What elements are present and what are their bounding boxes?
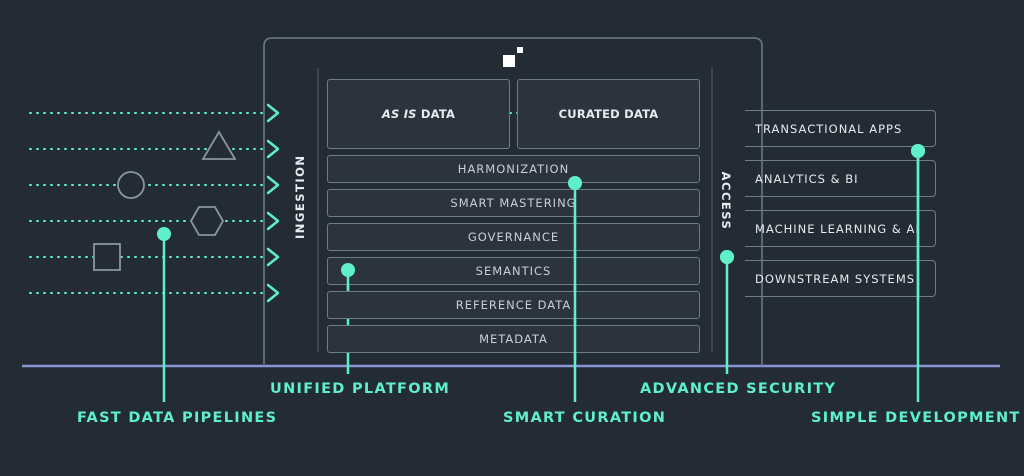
platform-frame <box>263 37 763 366</box>
fast-pipelines-dot <box>157 227 171 241</box>
advanced-security-dot <box>720 250 734 264</box>
curated-data-box: CURATED DATA <box>517 79 700 149</box>
layer-semantics: SEMANTICS <box>327 257 700 285</box>
curated-data-label: CURATED DATA <box>558 107 659 121</box>
access-label: ACCESS <box>719 171 733 231</box>
hexagon-icon <box>189 206 225 236</box>
triangle-icon <box>201 130 237 160</box>
output-analytics-bi: ANALYTICS & BI <box>745 160 936 197</box>
layer-smart-mastering: SMART MASTERING <box>327 189 700 217</box>
callout-unified-platform: UNIFIED PLATFORM <box>270 381 451 397</box>
logo-icon <box>503 47 523 67</box>
circle-icon <box>117 171 145 199</box>
ingestion-label: INGESTION <box>293 154 307 239</box>
as-is-data-box: AS IS DATA <box>327 79 510 149</box>
layer-harmonization: HARMONIZATION <box>327 155 700 183</box>
callout-fast-data-pipelines: FAST DATA PIPELINES <box>77 410 278 426</box>
as-is-rest: DATA <box>416 107 456 121</box>
callout-smart-curation: SMART CURATION <box>503 410 667 426</box>
output-transactional-apps: TRANSACTIONAL APPS <box>745 110 936 147</box>
as-is-italic: AS IS <box>381 107 417 121</box>
layer-metadata: METADATA <box>327 325 700 353</box>
layer-governance: GOVERNANCE <box>327 223 700 251</box>
square-icon <box>93 243 121 271</box>
output-machine-learning-ai: MACHINE LEARNING & AI <box>745 210 936 247</box>
output-downstream-systems: DOWNSTREAM SYSTEMS <box>745 260 936 297</box>
layer-reference-data: REFERENCE DATA <box>327 291 700 319</box>
callout-advanced-security: ADVANCED SECURITY <box>640 381 837 397</box>
callout-simple-development: SIMPLE DEVELOPMENT <box>811 410 1021 426</box>
